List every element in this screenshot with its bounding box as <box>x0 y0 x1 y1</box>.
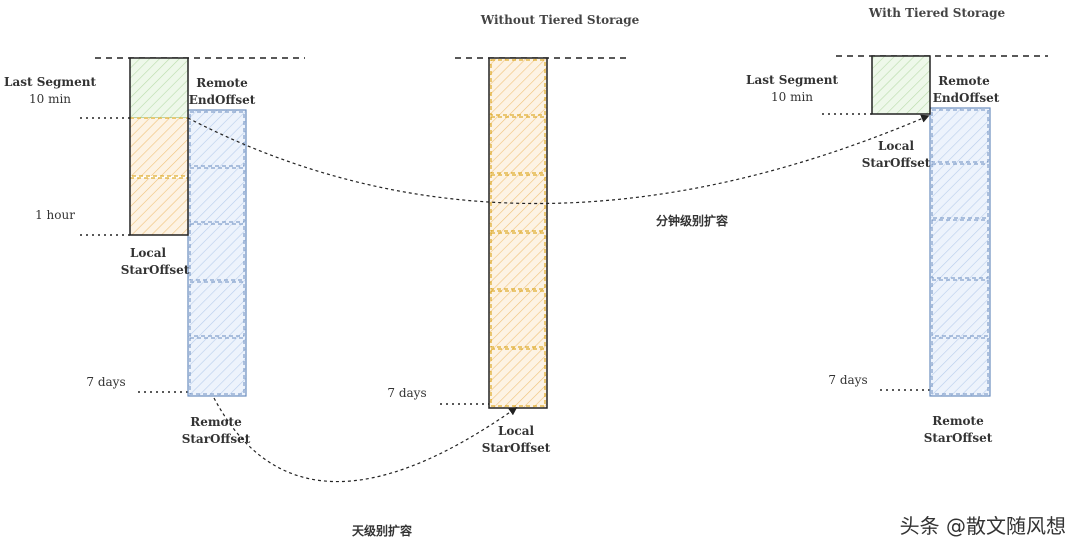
middle-7days-label: 7 days <box>387 386 426 400</box>
minute-scale-label: 分钟级别扩容 <box>656 213 728 228</box>
title-without-tiered-storage: Without Tiered Storage <box>480 13 640 27</box>
right-local-start-label-2: StarOffset <box>862 156 931 170</box>
middle-local-start-label-2: StarOffset <box>482 441 551 455</box>
title-with-tiered-storage: With Tiered Storage <box>868 6 1006 20</box>
left-last-segment-label: Last Segment <box>4 75 96 89</box>
middle-section: Without Tiered Storage 7 days Local Star… <box>387 13 639 455</box>
right-section: With Tiered Storage Last Segment 10 min … <box>746 6 1048 445</box>
right-remote-end-label-1: Remote <box>938 74 990 88</box>
left-remote-start-label-2: StarOffset <box>182 432 251 446</box>
right-last-segment-block <box>871 55 931 115</box>
left-7days-label: 7 days <box>86 375 125 389</box>
right-remote-column <box>929 107 991 397</box>
left-remote-start-label-1: Remote <box>190 415 242 429</box>
left-remote-end-label-2: EndOffset <box>189 93 256 107</box>
right-remote-start-label-1: Remote <box>932 414 984 428</box>
left-remote-column <box>187 109 247 397</box>
watermark: 头条 @散文随风想 <box>900 514 1066 538</box>
left-remote-end-label-1: Remote <box>196 76 248 90</box>
middle-local-column <box>488 57 548 409</box>
left-local-start-label-2: StarOffset <box>121 263 190 277</box>
left-last-segment-block <box>129 57 189 119</box>
left-10min-label: 10 min <box>29 92 71 106</box>
left-1hour-label: 1 hour <box>35 208 75 222</box>
right-local-start-label-1: Local <box>878 139 915 153</box>
left-local-start-label-1: Local <box>130 246 167 260</box>
right-7days-label: 7 days <box>828 373 867 387</box>
minute-scale-arrow <box>187 114 930 205</box>
right-10min-label: 10 min <box>771 90 813 104</box>
right-last-segment-label: Last Segment <box>746 73 838 87</box>
middle-local-start-label-1: Local <box>498 424 535 438</box>
left-section: Last Segment 10 min 1 hour 7 days Remote… <box>4 57 305 446</box>
day-scale-arrow <box>213 397 518 483</box>
left-local-column <box>129 57 189 236</box>
day-scale-label: 天级别扩容 <box>352 523 412 538</box>
right-remote-end-label-2: EndOffset <box>933 91 1000 105</box>
right-remote-start-label-2: StarOffset <box>924 431 993 445</box>
